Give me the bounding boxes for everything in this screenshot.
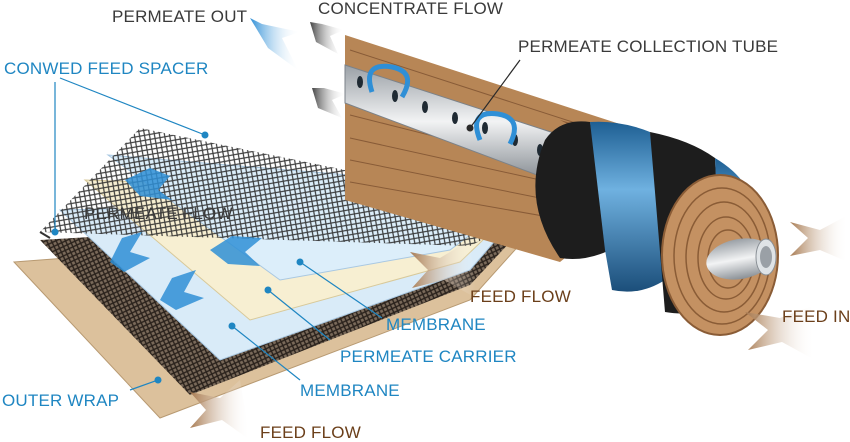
label-feed-flow-right: FEED FLOW — [470, 287, 571, 306]
label-membrane-top: MEMBRANE — [386, 315, 486, 334]
label-conwed-feed-spacer: CONWED FEED SPACER — [4, 59, 209, 78]
swirl-arrow-left — [367, 63, 411, 99]
label-permeate-out: PERMEATE OUT — [112, 7, 248, 26]
leader-lines — [54, 77, 383, 391]
label-permeate-flow: PERMEATE FLOW — [84, 204, 233, 223]
label-concentrate-flow: CONCENTRATE FLOW — [318, 0, 504, 18]
permeate-out-arrow — [250, 18, 300, 70]
feed-in-arrow-lower — [745, 305, 815, 360]
concentrate-arrow-upper — [310, 22, 344, 54]
label-permeate-carrier: PERMEATE CARRIER — [340, 347, 517, 366]
feed-flow-arrow-right — [410, 240, 476, 298]
feed-spacer-corner — [39, 231, 51, 239]
permeate-flow-arrow-1 — [125, 168, 172, 200]
feed-in-arrow-upper — [790, 215, 848, 262]
concentrate-arrow-lower — [312, 88, 346, 118]
label-membrane-bottom: MEMBRANE — [300, 381, 400, 400]
label-permeate-collection-tube: PERMEATE COLLECTION TUBE — [518, 37, 779, 56]
permeate-flow-arrow-2 — [210, 236, 262, 266]
tube-leader-dot — [466, 124, 474, 132]
leader-dots — [51, 131, 304, 384]
permeate-flow-arrow-4 — [160, 270, 204, 310]
feed-flow-arrow-bottom — [190, 380, 250, 440]
label-feed-in: FEED IN — [782, 307, 850, 326]
label-feed-flow-bottom: FEED FLOW — [260, 423, 361, 442]
permeate-flow-arrow-3 — [110, 232, 150, 272]
tube-leader-line — [469, 59, 521, 129]
label-outer-wrap: OUTER WRAP — [2, 391, 120, 410]
tube-perforations — [357, 76, 543, 156]
swirl-arrow-right — [474, 111, 517, 146]
tube-end — [706, 238, 777, 280]
